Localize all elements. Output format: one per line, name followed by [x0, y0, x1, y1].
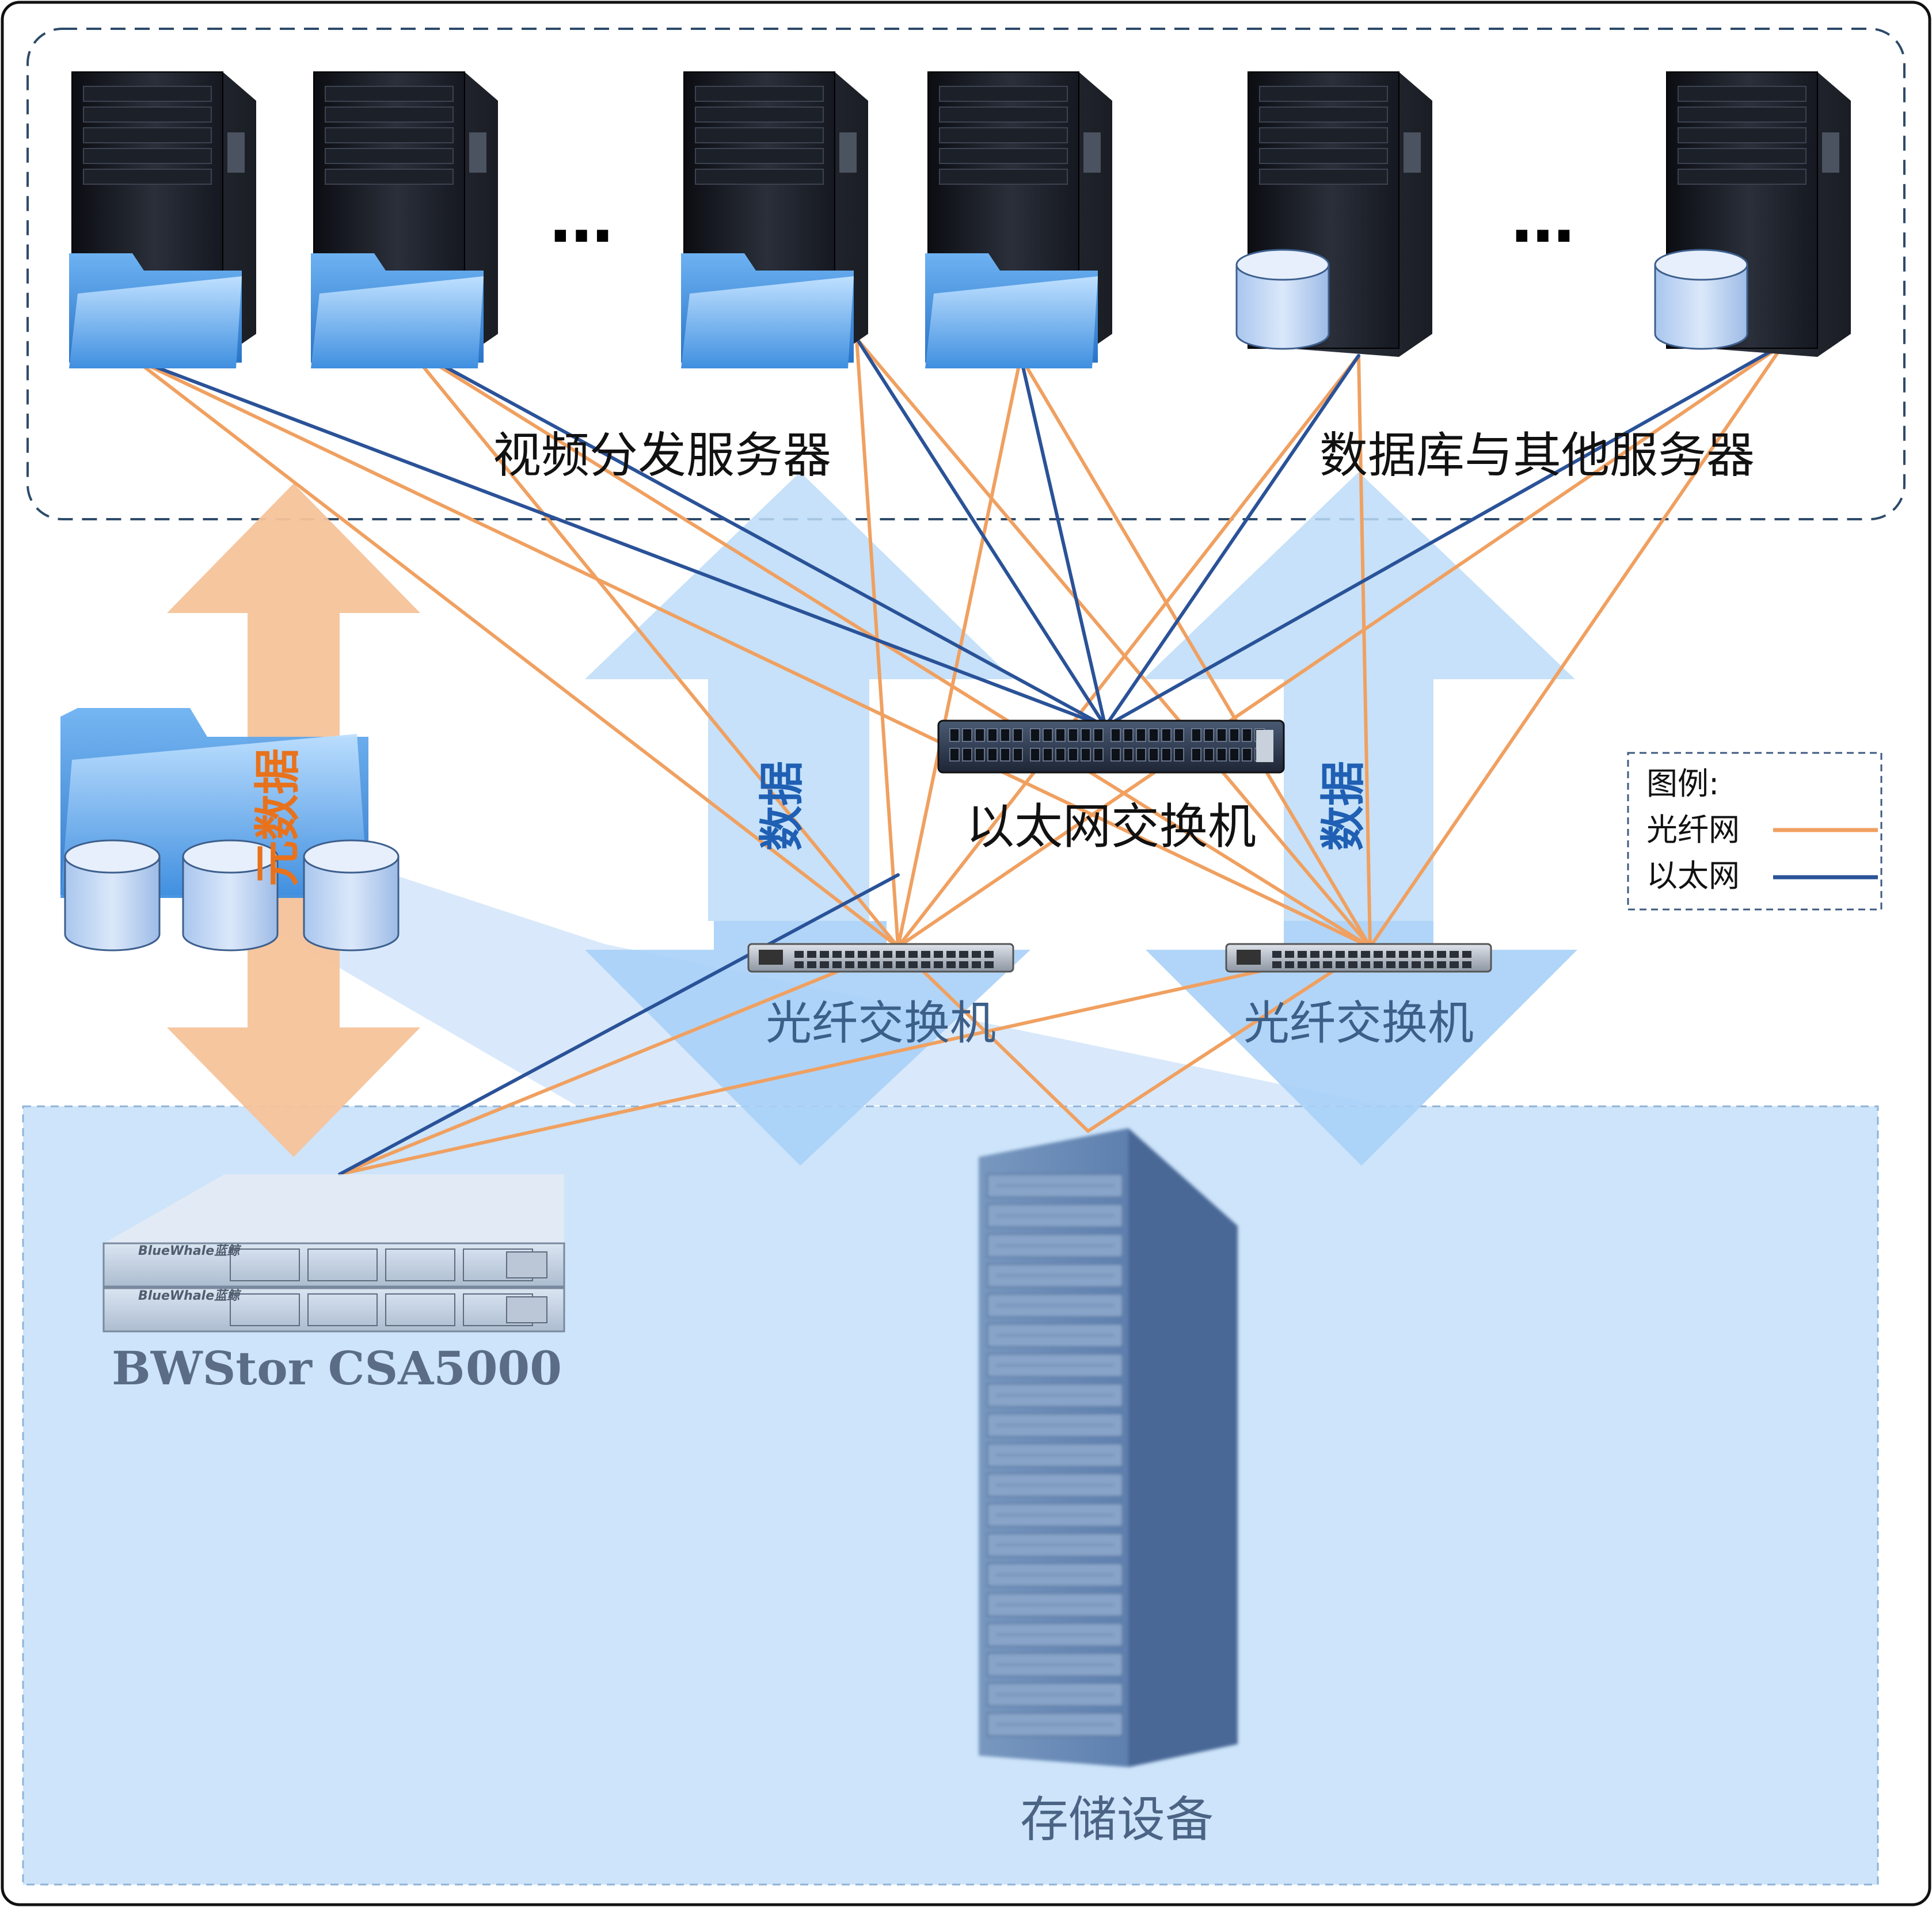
metadata-cylinder-2-icon: [182, 839, 279, 951]
csa5000-appliance: BlueWhale蓝鲸 BlueWhale蓝鲸: [102, 1174, 565, 1333]
metadata-label: 元数据: [251, 748, 305, 886]
ethernet-switch-label: 以太网交换机: [966, 798, 1256, 855]
db-servers-label: 数据库与其他服务器: [1319, 427, 1755, 484]
ethernet-switch-ports: [949, 728, 1273, 762]
metadata-cylinders: [64, 839, 400, 951]
legend-item-fiber: 光纤网: [1646, 812, 1740, 848]
folder-icon-front: [311, 276, 484, 368]
connection-lines: [132, 337, 1785, 1176]
fc-switch-left-label: 光纤交换机: [766, 996, 996, 1050]
fc-switch-left: [747, 943, 1014, 973]
storage-label: 存储设备: [1020, 1791, 1214, 1848]
ellipsis-left: …: [550, 183, 613, 257]
folder-icon-front: [69, 276, 242, 368]
server-4: [925, 71, 1112, 368]
data-arrow-left-up: [585, 472, 1013, 921]
data-label-left: 数据: [756, 761, 808, 851]
ellipsis-right: …: [1511, 183, 1574, 257]
folder-icon-front: [925, 276, 1098, 368]
fc-switch-right: [1225, 943, 1492, 973]
data-arrow-right-up: [1143, 472, 1575, 921]
server-group-box: [26, 28, 1906, 520]
server-1: [69, 71, 256, 368]
metadata-flow-wedge: [219, 817, 1382, 1105]
csa-brand-bottom: BlueWhale蓝鲸: [138, 1288, 242, 1303]
legend: 图例: 光纤网 以太网: [1627, 752, 1882, 911]
legend-title: 图例:: [1646, 766, 1719, 802]
server-2: [311, 71, 498, 368]
video-servers-label: 视频分发服务器: [493, 427, 831, 484]
server-5: [1235, 71, 1432, 357]
data-label-right: 数据: [1318, 761, 1370, 851]
folder-icon-front: [681, 276, 854, 368]
metadata-cylinder-1-icon: [64, 839, 161, 951]
data-arrow-right-down: [1146, 921, 1577, 1166]
database-icon: [1235, 249, 1330, 350]
server-6: [1654, 71, 1851, 357]
csa-brand-top: BlueWhale蓝鲸: [138, 1243, 242, 1258]
database-icon: [1654, 249, 1748, 350]
legend-item-ethernet: 以太网: [1646, 858, 1740, 894]
metadata-cylinder-3-icon: [303, 839, 400, 951]
fc-switch-right-label: 光纤交换机: [1243, 996, 1474, 1050]
storage-rack: [979, 1128, 1238, 1767]
server-row: [69, 71, 1851, 368]
server-3: [681, 71, 868, 368]
csa5000-label: BWStor CSA5000: [112, 1341, 562, 1395]
ethernet-switch: [937, 720, 1285, 774]
